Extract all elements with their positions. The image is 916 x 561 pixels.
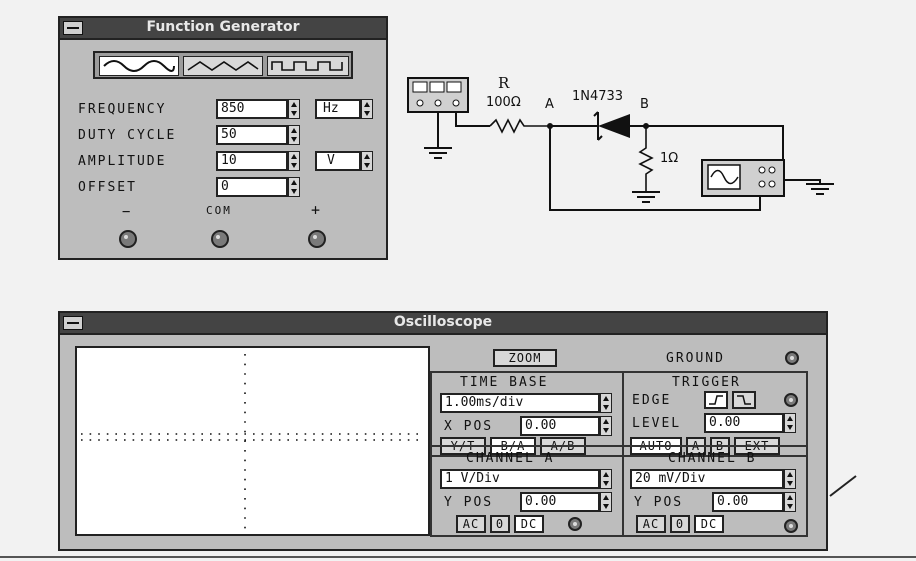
rising-edge-icon — [709, 395, 723, 405]
window-title: Function Generator — [146, 19, 300, 35]
triangle-wave-button[interactable] — [183, 56, 263, 76]
plus-terminal-label: + — [311, 201, 323, 219]
time-base-title: TIME BASE — [460, 375, 549, 390]
channel-a-panel: CHANNEL A 1 V/Div Y POS 0.00 AC 0 DC — [430, 445, 624, 537]
waveform-selector — [93, 51, 353, 79]
channel-b-title: CHANNEL B — [668, 451, 757, 466]
scope-screen — [75, 346, 430, 536]
system-menu-button[interactable] — [63, 21, 83, 35]
circuit-schematic — [407, 77, 834, 211]
plus-terminal[interactable] — [308, 230, 326, 248]
resistor-name-label: R — [498, 74, 510, 92]
load-value-label: 1Ω — [660, 151, 679, 166]
duty-cycle-input[interactable]: 50 — [216, 125, 288, 145]
zener-diode[interactable] — [593, 111, 630, 141]
channel-b-scale-input[interactable]: 20 mV/Div — [630, 469, 784, 489]
ground-terminal[interactable] — [785, 351, 799, 365]
function-generator-titlebar[interactable]: Function Generator — [60, 18, 386, 40]
generator-symbol[interactable] — [407, 77, 469, 113]
offset-input[interactable]: 0 — [216, 177, 288, 197]
duty-cycle-label: DUTY CYCLE — [78, 128, 177, 143]
channel-b-panel: CHANNEL B 20 mV/Div Y POS 0.00 AC 0 DC — [622, 445, 808, 537]
node-b-label: B — [640, 97, 649, 112]
trigger-terminal[interactable] — [784, 393, 798, 407]
zoom-button[interactable]: ZOOM — [493, 349, 557, 367]
amplitude-unit-spinner[interactable] — [361, 151, 373, 171]
bottom-rule — [0, 556, 916, 558]
time-base-input[interactable]: 1.00ms/div — [440, 393, 600, 413]
x-pos-spinner[interactable] — [600, 416, 612, 436]
sine-wave-button[interactable] — [99, 56, 179, 76]
channel-b-ypos-input[interactable]: 0.00 — [712, 492, 784, 512]
time-base-spinner[interactable] — [600, 393, 612, 413]
ground-label: GROUND — [666, 351, 725, 366]
amplitude-input[interactable]: 10 — [216, 151, 288, 171]
level-spinner[interactable] — [784, 413, 796, 433]
falling-edge-icon — [737, 395, 751, 405]
channel-a-terminal[interactable] — [568, 517, 582, 531]
channel-b-scale-spinner[interactable] — [784, 469, 796, 489]
trigger-panel: TRIGGER EDGE LEVEL 0.00 AUTO A B EXT — [622, 371, 808, 457]
channel-a-ypos-spinner[interactable] — [600, 492, 612, 512]
x-pos-input[interactable]: 0.00 — [520, 416, 600, 436]
frequency-input[interactable]: 850 — [216, 99, 288, 119]
channel-a-scale-spinner[interactable] — [600, 469, 612, 489]
oscilloscope-symbol[interactable] — [701, 159, 785, 197]
triangle-wave-icon — [187, 61, 259, 71]
frequency-unit-spinner[interactable] — [361, 99, 373, 119]
load-resistor[interactable] — [638, 126, 654, 192]
x-pos-label: X POS — [444, 419, 494, 434]
oscilloscope-window: Oscilloscope ZOOM GROUND TIME BASE 1.00m… — [58, 311, 828, 551]
square-wave-icon — [271, 61, 343, 71]
sine-wave-icon — [103, 60, 175, 72]
channel-a-dc-button[interactable]: DC — [514, 515, 544, 533]
trigger-title: TRIGGER — [672, 375, 741, 390]
offset-spinner[interactable] — [288, 177, 300, 197]
channel-b-zero-button[interactable]: 0 — [670, 515, 690, 533]
channel-b-ac-button[interactable]: AC — [636, 515, 666, 533]
channel-a-ypos-label: Y POS — [444, 495, 494, 510]
com-terminal[interactable] — [211, 230, 229, 248]
edge-falling-button[interactable] — [732, 391, 756, 409]
channel-a-ac-button[interactable]: AC — [456, 515, 486, 533]
frequency-label: FREQUENCY — [78, 102, 167, 117]
channel-b-ypos-spinner[interactable] — [784, 492, 796, 512]
channel-a-scale-input[interactable]: 1 V/Div — [440, 469, 600, 489]
function-generator-window: Function Generator FREQUENCY 850 Hz DUTY… — [58, 16, 388, 260]
com-terminal-label: COM — [206, 204, 232, 217]
oscilloscope-titlebar[interactable]: Oscilloscope — [60, 313, 826, 335]
edge-rising-button[interactable] — [704, 391, 728, 409]
channel-b-terminal[interactable] — [784, 519, 798, 533]
channel-a-zero-button[interactable]: 0 — [490, 515, 510, 533]
channel-a-title: CHANNEL A — [466, 451, 555, 466]
square-wave-button[interactable] — [267, 56, 349, 76]
channel-b-dc-button[interactable]: DC — [694, 515, 724, 533]
level-label: LEVEL — [632, 416, 682, 431]
pen-mark — [829, 475, 857, 497]
frequency-unit-select[interactable]: Hz — [315, 99, 361, 119]
duty-cycle-spinner[interactable] — [288, 125, 300, 145]
edge-label: EDGE — [632, 393, 672, 408]
resistor-r[interactable] — [489, 118, 550, 134]
offset-label: OFFSET — [78, 180, 137, 195]
amplitude-unit-select[interactable]: V — [315, 151, 361, 171]
node-a-label: A — [545, 97, 554, 112]
diode-name-label: 1N4733 — [572, 89, 624, 104]
channel-a-ypos-input[interactable]: 0.00 — [520, 492, 600, 512]
resistor-value-label: 100Ω — [486, 95, 521, 110]
scope-grid — [81, 354, 424, 530]
minus-terminal[interactable] — [119, 230, 137, 248]
minus-terminal-label: − — [122, 204, 133, 220]
frequency-spinner[interactable] — [288, 99, 300, 119]
amplitude-spinner[interactable] — [288, 151, 300, 171]
system-menu-button[interactable] — [63, 316, 83, 330]
amplitude-label: AMPLITUDE — [78, 154, 167, 169]
level-input[interactable]: 0.00 — [704, 413, 784, 433]
time-base-panel: TIME BASE 1.00ms/div X POS 0.00 Y/T B/A … — [430, 371, 624, 457]
channel-b-ypos-label: Y POS — [634, 495, 684, 510]
window-title: Oscilloscope — [393, 314, 493, 330]
